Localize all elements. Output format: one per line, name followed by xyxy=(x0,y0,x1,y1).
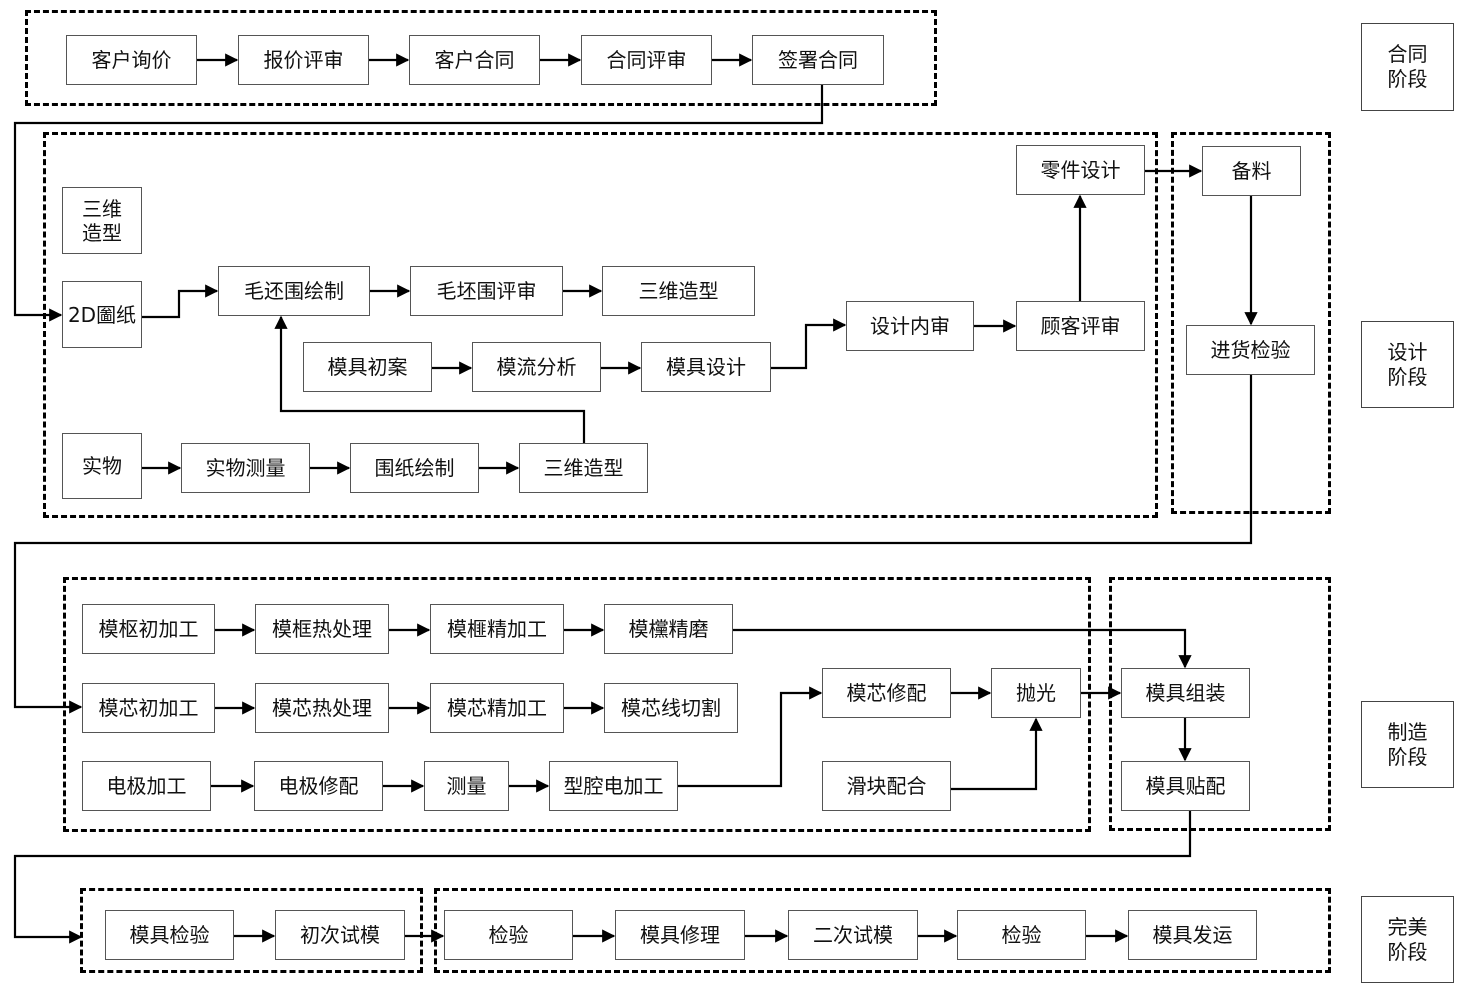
label-3d-modeling: 三维 造型 xyxy=(62,187,142,254)
node-mold-assembly[interactable]: 模具组装 xyxy=(1121,668,1250,718)
node-cavity-edm[interactable]: 型腔电加工 xyxy=(549,761,678,811)
node-3d-modeling-b[interactable]: 三维造型 xyxy=(519,443,648,493)
design-group xyxy=(43,132,1158,518)
node-mold-inspection[interactable]: 模具检验 xyxy=(105,910,234,960)
arrow xyxy=(274,315,586,443)
node-prepare-material[interactable]: 备料 xyxy=(1202,146,1301,196)
node-core-wirecut[interactable]: 模芯线切割 xyxy=(604,683,738,733)
node-frame-rough[interactable]: 模枢初加工 xyxy=(82,604,215,654)
arrow xyxy=(678,686,823,788)
node-customer-contract[interactable]: 客户合同 xyxy=(409,35,540,85)
node-frame-finish[interactable]: 模榧精加工 xyxy=(430,604,564,654)
node-slider-fitting[interactable]: 滑块配合 xyxy=(822,761,951,811)
manufacture-group xyxy=(63,577,1091,832)
node-frame-heat[interactable]: 模框热处理 xyxy=(255,604,389,654)
node-sign-contract[interactable]: 签署合同 xyxy=(752,35,884,85)
contract-group xyxy=(25,10,937,106)
node-core-finish[interactable]: 模芯精加工 xyxy=(430,683,564,733)
node-electrode-machining[interactable]: 电极加工 xyxy=(82,761,211,811)
node-core-rough[interactable]: 模芯初加工 xyxy=(82,683,215,733)
node-inspection-2[interactable]: 检验 xyxy=(957,910,1086,960)
node-frame-grind[interactable]: 模欓精磨 xyxy=(604,604,733,654)
node-first-trial[interactable]: 初次试模 xyxy=(275,910,405,960)
node-mold-design[interactable]: 模具设计 xyxy=(641,342,771,392)
arrow xyxy=(13,85,824,322)
node-mold-shipping[interactable]: 模具发运 xyxy=(1128,910,1257,960)
arrow xyxy=(951,717,1043,791)
node-core-fitting[interactable]: 模芯修配 xyxy=(822,668,951,718)
arrow xyxy=(13,811,1192,944)
arrow xyxy=(142,284,219,319)
assembly-group xyxy=(1109,577,1331,831)
node-mold-repair[interactable]: 模具修理 xyxy=(615,910,745,960)
arrow xyxy=(733,628,1192,669)
stage-label-contract: 合同 阶段 xyxy=(1361,23,1454,111)
node-inspection-1[interactable]: 检验 xyxy=(444,910,573,960)
node-physical[interactable]: 实物 xyxy=(62,433,142,499)
node-incoming-inspection[interactable]: 进货检验 xyxy=(1186,325,1315,375)
node-customer-inquiry[interactable]: 客户询价 xyxy=(66,35,197,85)
node-blank-drawing[interactable]: 毛还围绘制 xyxy=(218,266,370,316)
node-customer-review[interactable]: 顾客评审 xyxy=(1016,301,1145,351)
node-measure[interactable]: 测量 xyxy=(424,761,509,811)
arrow xyxy=(13,375,1253,714)
node-mold-spotting[interactable]: 模具贴配 xyxy=(1121,761,1250,811)
stage-label-perfect: 完美 阶段 xyxy=(1361,896,1454,983)
node-electrode-fitting[interactable]: 电极修配 xyxy=(254,761,383,811)
node-design-internal-review[interactable]: 设计内审 xyxy=(846,301,974,351)
node-flow-analysis[interactable]: 模流分析 xyxy=(472,342,601,392)
node-contract-review[interactable]: 合同评审 xyxy=(581,35,712,85)
node-drawing[interactable]: 围纸绘制 xyxy=(350,443,479,493)
node-3d-modeling-a[interactable]: 三维造型 xyxy=(602,266,755,316)
node-second-trial[interactable]: 二次试模 xyxy=(788,910,918,960)
node-mold-draft[interactable]: 模具初案 xyxy=(303,342,432,392)
node-part-design[interactable]: 零件设计 xyxy=(1016,145,1145,195)
stage-label-design: 设计 阶段 xyxy=(1361,321,1454,408)
node-physical-measure[interactable]: 实物测量 xyxy=(181,443,310,493)
arrow xyxy=(771,318,847,370)
node-quote-review[interactable]: 报价评审 xyxy=(238,35,369,85)
stage-label-manufacture: 制造 阶段 xyxy=(1361,701,1454,788)
node-2d-drawing[interactable]: 2D圗纸 xyxy=(62,281,142,348)
node-polish[interactable]: 抛光 xyxy=(991,668,1081,718)
node-blank-review[interactable]: 毛坯围评审 xyxy=(410,266,563,316)
node-core-heat[interactable]: 模芯热处理 xyxy=(255,683,389,733)
